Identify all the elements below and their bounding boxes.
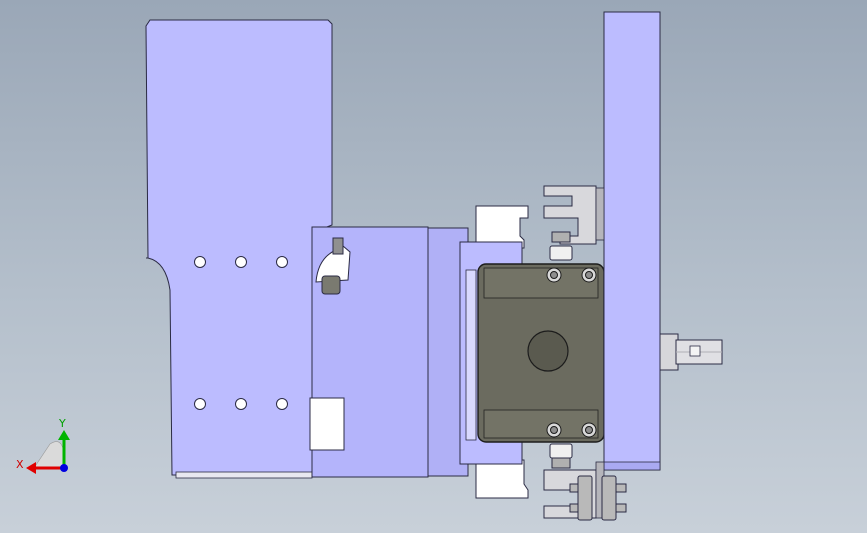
- bearing-bore: [527, 330, 569, 372]
- bottom-nut: [549, 443, 573, 459]
- axis-triad-icon[interactable]: Y X: [16, 417, 70, 474]
- top-clamp: [543, 185, 597, 245]
- hole-row-bottom: [194, 398, 288, 410]
- bottom-screws: [569, 475, 627, 521]
- plate-foot: [175, 471, 313, 479]
- hole-row-top: [194, 256, 288, 268]
- axis-x-label: X: [16, 458, 24, 471]
- shaft-flange: [659, 333, 679, 371]
- right-plate[interactable]: [603, 11, 661, 471]
- small-screw: [321, 275, 341, 295]
- screw-tip: [332, 237, 344, 255]
- white-tab: [309, 397, 345, 451]
- axis-y-label: Y: [58, 417, 66, 430]
- main-plate[interactable]: [145, 19, 333, 476]
- bottom-bracket: [475, 459, 529, 499]
- top-nut: [549, 245, 573, 261]
- bearing-bolts: [546, 267, 597, 438]
